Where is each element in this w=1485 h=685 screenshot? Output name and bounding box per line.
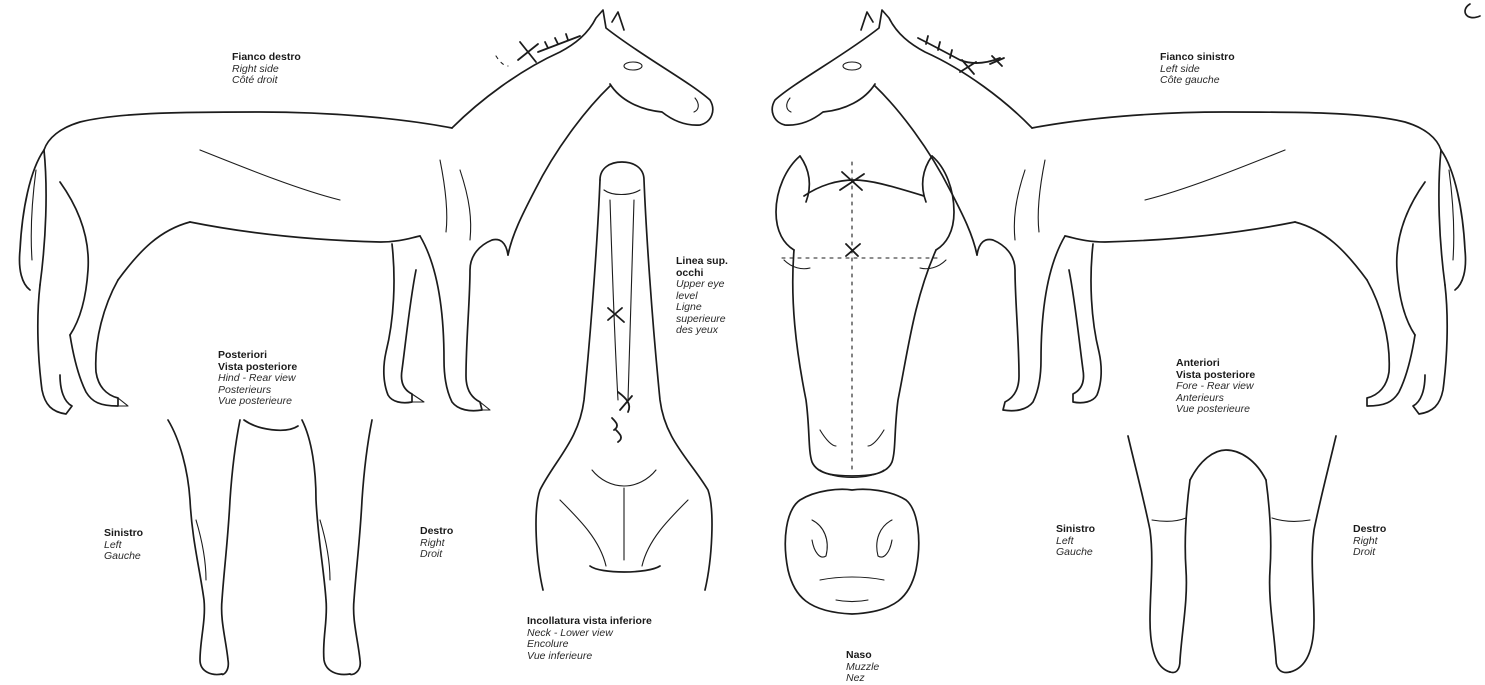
label-hind-left-it: Sinistro — [104, 528, 143, 540]
horse-left-side-view — [772, 10, 1465, 414]
label-fore-fr2: Vue posterieure — [1176, 404, 1255, 416]
label-hind-left: Sinistro Left Gauche — [104, 528, 143, 563]
label-hind-right-fr: Droit — [420, 549, 453, 561]
label-fore-it1: Anteriori — [1176, 358, 1255, 370]
label-right-side: Fianco destro Right side Côté droit — [232, 52, 301, 87]
label-right-side-it: Fianco destro — [232, 52, 301, 64]
label-hind-en: Hind - Rear view — [218, 373, 297, 385]
head-front-view — [776, 156, 954, 478]
label-fore-right-it: Destro — [1353, 524, 1386, 536]
label-left-side: Fianco sinistro Left side Côte gauche — [1160, 52, 1235, 87]
label-neck: Incollatura vista inferiore Neck - Lower… — [527, 616, 652, 662]
label-neck-fr2: Vue inferieure — [527, 651, 652, 663]
fore-legs-rear-view — [1128, 436, 1336, 673]
label-fore-left: Sinistro Left Gauche — [1056, 524, 1095, 559]
label-left-side-it: Fianco sinistro — [1160, 52, 1235, 64]
label-right-side-fr: Côté droit — [232, 75, 301, 87]
horse-right-side-view — [19, 10, 712, 414]
label-hind: Posteriori Vista posteriore Hind - Rear … — [218, 350, 297, 408]
label-eye-level-it1: Linea sup. — [676, 256, 728, 268]
label-fore-right-fr: Droit — [1353, 547, 1386, 559]
neck-lower-view — [536, 162, 712, 590]
label-muzzle-it: Naso — [846, 650, 879, 662]
label-fore-right: Destro Right Droit — [1353, 524, 1386, 559]
label-left-side-fr: Côte gauche — [1160, 75, 1235, 87]
hind-legs-rear-view — [168, 420, 372, 674]
label-eye-level-fr3: des yeux — [676, 325, 728, 337]
label-fore-en: Fore - Rear view — [1176, 381, 1255, 393]
label-fore-left-fr: Gauche — [1056, 547, 1095, 559]
label-fore-left-it: Sinistro — [1056, 524, 1095, 536]
label-eye-level-en1: Upper eye — [676, 279, 728, 291]
label-muzzle: Naso Muzzle Nez — [846, 650, 879, 685]
label-hind-right: Destro Right Droit — [420, 526, 453, 561]
label-eye-level-fr1: Ligne — [676, 302, 728, 314]
label-hind-it1: Posteriori — [218, 350, 297, 362]
label-hind-right-it: Destro — [420, 526, 453, 538]
label-hind-left-fr: Gauche — [104, 551, 143, 563]
corner-mark — [1465, 4, 1480, 18]
label-eye-level: Linea sup. occhi Upper eye level Ligne s… — [676, 256, 728, 337]
label-neck-it: Incollatura vista inferiore — [527, 616, 652, 628]
muzzle-view — [785, 489, 918, 614]
label-hind-fr2: Vue posterieure — [218, 396, 297, 408]
label-fore: Anteriori Vista posteriore Fore - Rear v… — [1176, 358, 1255, 416]
label-neck-fr1: Encolure — [527, 639, 652, 651]
